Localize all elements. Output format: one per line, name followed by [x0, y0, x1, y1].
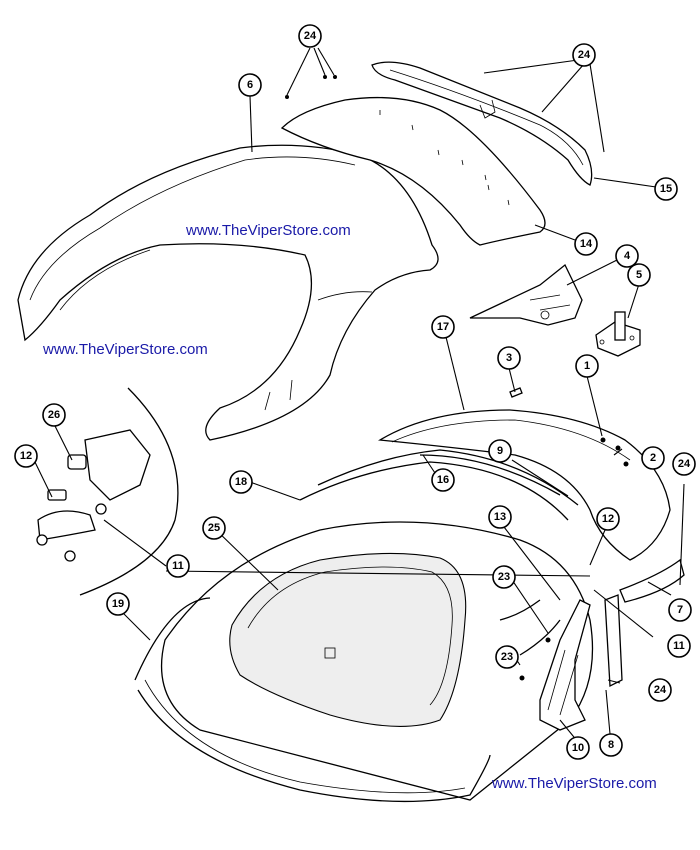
svg-text:23: 23 [501, 651, 513, 663]
callout-24-top-right: 24 [572, 43, 596, 67]
front-header-rail [371, 61, 593, 186]
rear-seal [619, 558, 685, 603]
svg-text:6: 6 [247, 79, 253, 91]
svg-text:12: 12 [20, 450, 32, 462]
svg-text:26: 26 [48, 409, 60, 421]
svg-text:12: 12 [602, 513, 614, 525]
side-seal [604, 594, 623, 688]
callout-24-bottom: 24 [648, 678, 672, 702]
callout-14: 14 [574, 232, 598, 256]
svg-text:17: 17 [437, 321, 449, 333]
bumper-stop [595, 311, 641, 357]
callout-5: 5 [627, 263, 651, 287]
soft-top-cover [17, 144, 439, 441]
svg-text:11: 11 [673, 640, 685, 652]
callout-12-left: 12 [14, 444, 38, 468]
svg-text:14: 14 [580, 238, 593, 250]
callout-3: 3 [497, 346, 521, 370]
callout-8: 8 [599, 733, 623, 757]
callout-19: 19 [106, 592, 130, 616]
callout-26: 26 [42, 403, 66, 427]
callout-16: 16 [431, 468, 455, 492]
rear-bow-trim [134, 597, 491, 803]
callout-15: 17 [431, 315, 455, 339]
callout-11-left: 11 [166, 554, 190, 578]
svg-text:2: 2 [650, 452, 656, 464]
svg-text:24: 24 [578, 49, 591, 61]
small-clip [509, 387, 523, 398]
callout-2: 2 [641, 446, 665, 470]
latch-bracket [469, 263, 583, 326]
svg-text:13: 13 [494, 511, 506, 523]
svg-text:23: 23 [498, 571, 510, 583]
callout-25: 25 [202, 516, 226, 540]
callout-6: 6 [238, 73, 262, 97]
callout-7: 7 [668, 598, 692, 622]
header-panel [280, 96, 546, 246]
callout-10: 10 [566, 736, 590, 760]
svg-text:10: 10 [572, 742, 584, 754]
callout-12-right: 12 [596, 507, 620, 531]
callout-17: 18 [229, 470, 253, 494]
rear-window-panel [161, 521, 594, 801]
svg-text:24: 24 [678, 458, 691, 470]
svg-text:8: 8 [608, 739, 614, 751]
svg-text:9: 9 [497, 445, 503, 457]
watermark-text: www.TheViperStore.com [43, 341, 208, 358]
callout-23-upper: 23 [492, 565, 516, 589]
callout-4: 4 [615, 244, 639, 268]
svg-text:5: 5 [636, 269, 642, 281]
svg-text:19: 19 [112, 598, 124, 610]
callout-24-right: 24 [672, 452, 696, 476]
fasteners [285, 75, 629, 681]
callout-9: 9 [488, 439, 512, 463]
callout-13: 13 [488, 505, 512, 529]
watermark-text: www.TheViperStore.com [186, 222, 351, 239]
watermark-text: www.TheViperStore.com [492, 775, 657, 792]
svg-text:7: 7 [677, 604, 683, 616]
svg-text:3: 3 [506, 352, 512, 364]
svg-text:24: 24 [654, 684, 667, 696]
svg-text:4: 4 [624, 250, 631, 262]
callout-1: 1 [575, 354, 599, 378]
svg-text:1: 1 [584, 360, 590, 372]
svg-text:15: 15 [660, 183, 672, 195]
svg-text:25: 25 [208, 522, 220, 534]
svg-text:11: 11 [172, 560, 184, 572]
svg-text:24: 24 [304, 30, 317, 42]
callout-18: 15 [654, 177, 678, 201]
callout-23-lower: 23 [495, 645, 519, 669]
callout-24-top-left: 24 [298, 24, 322, 48]
hinge-linkage [499, 599, 591, 731]
hinge-detail-inset [36, 387, 179, 596]
svg-text:18: 18 [235, 476, 247, 488]
svg-text:16: 16 [437, 474, 449, 486]
callout-11-right: 11 [667, 634, 691, 658]
